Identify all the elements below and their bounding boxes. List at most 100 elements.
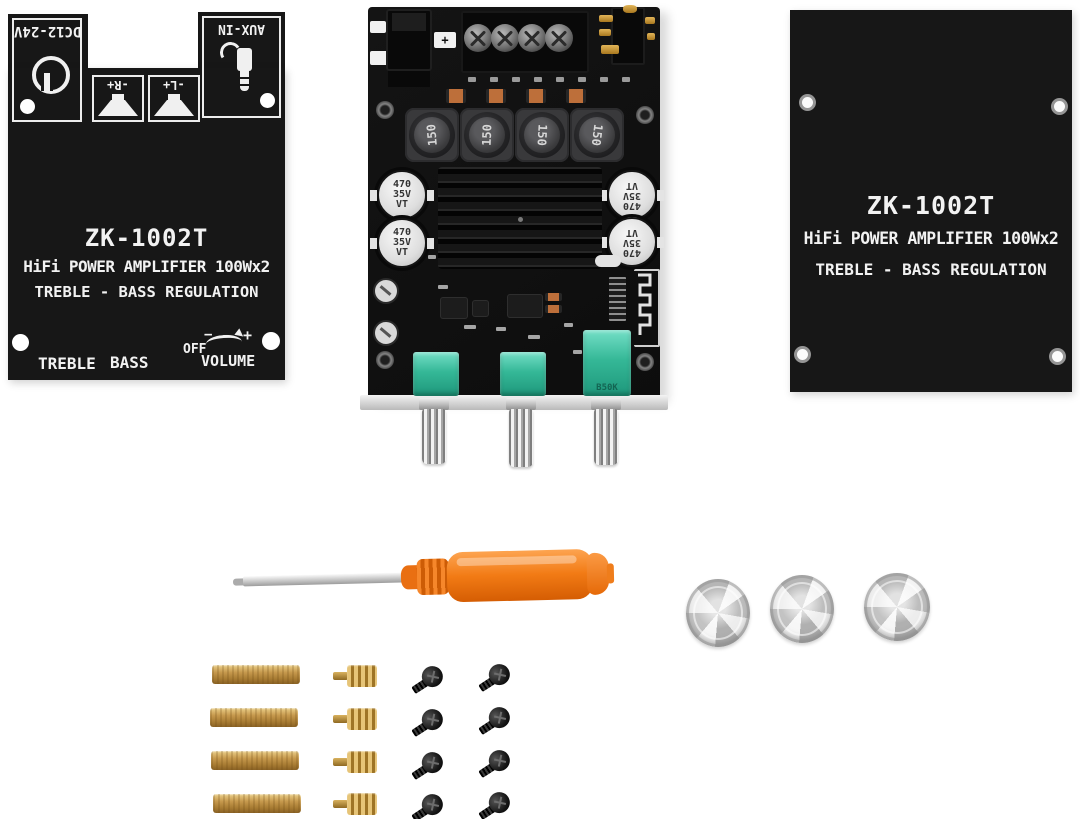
smd-component	[370, 51, 388, 65]
silkscreen-mark	[464, 325, 476, 329]
terminal-screw	[518, 24, 546, 52]
volume-min-mark: −	[204, 327, 213, 343]
polarity-mark: +	[434, 32, 456, 48]
mounting-hole	[636, 106, 654, 124]
smd-component	[512, 77, 520, 82]
terminal-screw	[545, 24, 573, 52]
smd-ic	[441, 298, 467, 318]
mounting-hole	[376, 101, 394, 119]
smd-component	[468, 77, 476, 82]
terminal-screw	[491, 24, 519, 52]
smd-component	[534, 77, 542, 82]
film-capacitor	[526, 89, 546, 103]
small-capacitor	[373, 320, 399, 346]
screw	[404, 700, 452, 746]
film-capacitor	[566, 89, 586, 103]
treble-label: TREBLE	[38, 354, 96, 373]
terminal-screw	[464, 24, 492, 52]
knob	[770, 575, 834, 643]
screw-hole	[1051, 98, 1068, 115]
screw-hole	[794, 346, 811, 363]
screw	[404, 657, 452, 703]
smd-component	[600, 77, 608, 82]
right-panel-line1: HiFi POWER AMPLIFIER 100Wx2	[803, 229, 1059, 248]
screw	[471, 655, 519, 701]
right-panel: ZK-1002T HiFi POWER AMPLIFIER 100Wx2 TRE…	[790, 10, 1072, 392]
pot-shaft	[509, 409, 533, 467]
smd-component	[370, 21, 386, 33]
pot-value-label: B50K	[596, 383, 618, 393]
screw	[471, 783, 519, 819]
screw	[471, 698, 519, 744]
standoff-long	[212, 665, 300, 684]
silkscreen-mark	[428, 255, 436, 259]
screw-hole	[20, 99, 35, 114]
screwdriver-grip-ribs	[416, 558, 450, 596]
heatsink	[438, 167, 602, 269]
mounting-hole	[376, 351, 394, 369]
standoff-long	[210, 708, 298, 727]
volume-max-mark: +	[243, 326, 253, 344]
screw-hole	[12, 334, 29, 351]
screw-hole	[799, 94, 816, 111]
mounting-hole	[636, 353, 654, 371]
silkscreen-mark	[564, 323, 573, 327]
off-label: OFF	[183, 342, 207, 357]
inductor: 150	[460, 108, 514, 162]
volume-label: VOLUME	[201, 352, 256, 370]
right-panel-model: ZK-1002T	[866, 191, 996, 220]
smd-component	[490, 77, 498, 82]
pot-bushing	[591, 398, 621, 410]
screwdriver	[232, 541, 615, 614]
bass-potentiometer	[500, 352, 546, 396]
smd-capacitor	[545, 305, 562, 313]
screw	[471, 741, 519, 787]
screw	[404, 743, 452, 789]
inductor: 150	[405, 108, 459, 162]
smd-ic	[473, 301, 488, 316]
screw-hole	[260, 93, 275, 108]
screw-hole	[262, 332, 280, 350]
dc-power-box: DC12-24V	[12, 18, 82, 122]
screwdriver-handle-nub	[606, 563, 615, 584]
right-panel-line2: TREBLE - BASS REGULATION	[815, 260, 1047, 279]
aux-in-box: AUX-IN	[202, 16, 281, 118]
silkscreen-mark	[496, 327, 506, 331]
treble-potentiometer	[413, 352, 459, 396]
screwdriver-handle	[446, 548, 594, 603]
left-panel: DC12-24V -R+ -L+ AUX-IN	[8, 12, 285, 380]
screwdriver-shaft	[242, 572, 404, 587]
inductor: 150	[515, 108, 569, 162]
dc-jack-face	[392, 13, 426, 31]
left-panel-model: ZK-1002T	[84, 224, 209, 252]
silkscreen-mark	[528, 335, 540, 339]
standoff-long	[211, 751, 299, 770]
pcb-antenna-icon	[634, 269, 660, 347]
bass-label: BASS	[110, 353, 149, 372]
screw-hole	[1049, 348, 1066, 365]
small-capacitor	[373, 278, 399, 304]
dc-label: DC12-24V	[14, 23, 82, 39]
amplifier-board: + 150 150	[360, 5, 668, 467]
pot-bushing	[506, 398, 536, 410]
film-capacitor	[486, 89, 506, 103]
smd-component	[556, 77, 564, 82]
pot-shaft	[594, 409, 618, 465]
silkscreen-mark	[573, 350, 582, 354]
knob	[686, 579, 750, 647]
inductor: 150	[570, 108, 624, 162]
pot-shaft	[422, 409, 446, 464]
smd-component	[578, 77, 586, 82]
aux-label: AUX-IN	[218, 21, 265, 36]
speaker-l-label: -L+	[163, 78, 185, 92]
knob	[864, 573, 930, 641]
speaker-r-box: -R+	[92, 75, 144, 122]
smd-ic	[508, 295, 542, 317]
silkscreen-mark	[438, 285, 448, 289]
dc-jack-base	[388, 71, 430, 87]
standoff-long	[213, 794, 301, 813]
